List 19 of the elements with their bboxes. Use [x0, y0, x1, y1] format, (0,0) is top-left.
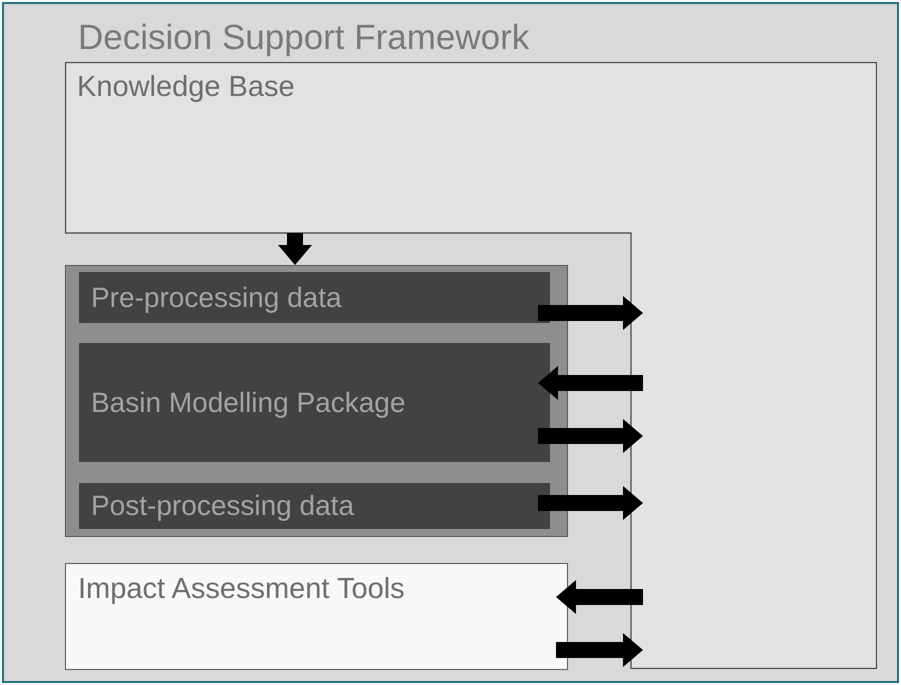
diagram-title: Decision Support Framework [78, 17, 530, 59]
box-label: Impact Assessment Tools [77, 572, 406, 607]
process-box [79, 483, 550, 529]
container-box [65, 265, 568, 537]
block-arrow [538, 296, 643, 330]
box-label: Pre-processing data [90, 284, 342, 312]
block-arrow [278, 233, 312, 265]
block-arrow [538, 486, 643, 520]
l-shaped-panel [65, 62, 877, 669]
block-arrow [538, 419, 643, 453]
block-arrow [556, 580, 643, 614]
process-box [79, 343, 550, 462]
box-label: Post-processing data [90, 492, 354, 520]
process-box [65, 563, 568, 670]
block-arrow [556, 633, 643, 667]
process-box [79, 272, 550, 323]
box-label: Knowledge Base [76, 70, 296, 105]
block-arrow [538, 366, 643, 400]
box-label: Basin Modelling Package [90, 388, 406, 416]
